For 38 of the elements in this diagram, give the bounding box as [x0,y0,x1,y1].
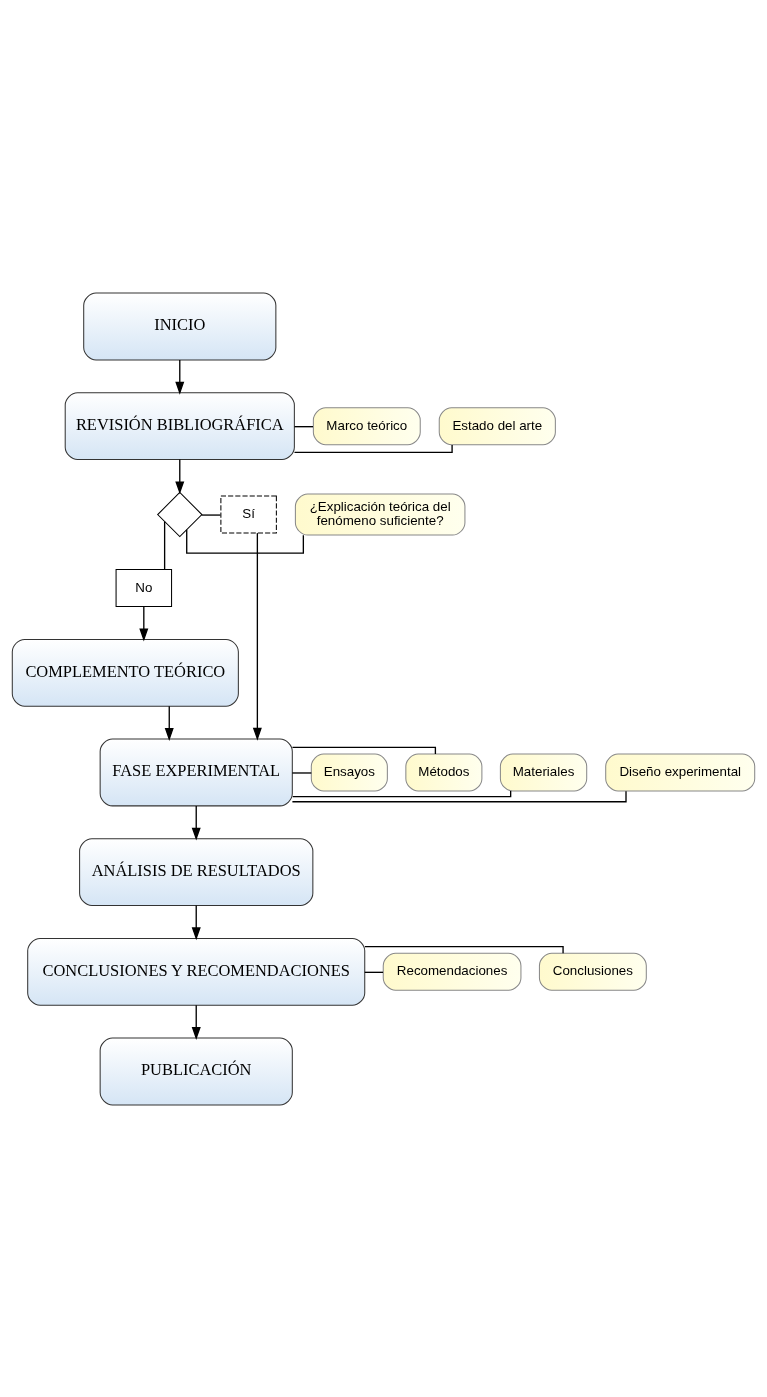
node-box: Sí [220,495,277,534]
connector [163,520,166,570]
node-box: COMPLEMENTO TEÓRICO [11,638,239,707]
connector [291,746,437,755]
node-box: Conclusiones [538,952,647,991]
node-box: Métodos [405,752,483,791]
node-box: Diseño experimental [605,752,756,791]
node-box: PUBLICACIÓN [99,1037,293,1105]
node-box: No [115,568,173,607]
connector [364,971,384,973]
arrow [164,705,174,741]
node-box: Recomendaciones [382,952,522,991]
node-box: REVISIÓN BIBLIOGRÁFICA [64,391,295,460]
node-box: Ensayos [310,752,388,791]
connector [292,789,512,797]
arrow [175,458,185,494]
node-box: CONCLUSIONES Y RECOMENDACIONES [27,937,366,1006]
connector [200,513,222,516]
node-box: Materiales [499,752,588,791]
node-box: ANÁLISIS DE RESULTADOS [79,837,314,906]
connector [186,528,305,554]
connector [291,771,312,774]
connector [293,425,314,427]
connector [293,443,453,453]
arrow [252,531,262,741]
arrow [191,904,201,940]
node-box: Marco teórico [312,406,421,445]
node-box: ¿Explicación teórica del fenómeno suficiente? [294,493,466,536]
connector [364,945,564,954]
node-diamond [156,491,203,537]
node-box: Estado del arte [438,406,556,445]
arrow [139,605,149,641]
arrow [175,358,185,395]
node-box: FASE EXPERIMENTAL [99,738,293,806]
arrow [191,1004,201,1040]
connector [291,790,627,802]
node-box: INICIO [83,292,277,360]
arrow [191,804,201,841]
